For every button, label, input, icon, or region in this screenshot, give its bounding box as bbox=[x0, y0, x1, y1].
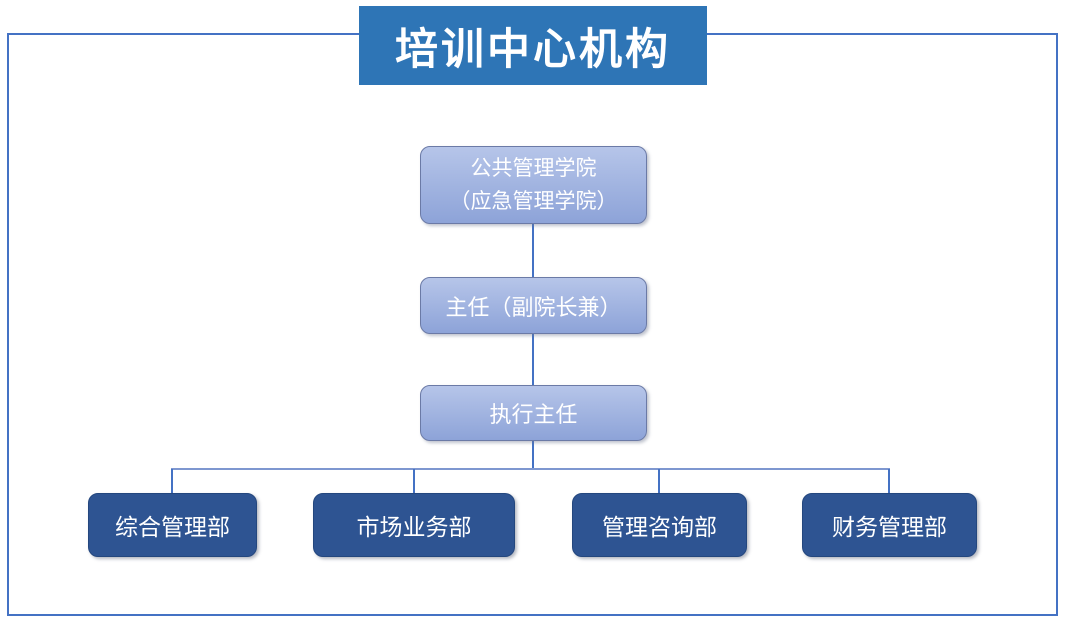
node-director: 主任（副院长兼） bbox=[420, 277, 647, 334]
connector-director-executive bbox=[532, 334, 534, 385]
dept-node-4-label: 财务管理部 bbox=[832, 515, 947, 540]
dept-node-2: 市场业务部 bbox=[313, 493, 515, 557]
node-executive-director: 执行主任 bbox=[420, 385, 647, 441]
connector-drop-dept-1 bbox=[171, 469, 173, 493]
connector-drop-dept-3 bbox=[658, 469, 660, 493]
connector-drop-dept-2 bbox=[413, 469, 415, 493]
dept-node-2-label: 市场业务部 bbox=[356, 515, 472, 540]
dept-node-1: 综合管理部 bbox=[88, 493, 257, 557]
dept-node-3-label: 管理咨询部 bbox=[602, 515, 717, 540]
connector-horizontal-bus bbox=[171, 468, 890, 470]
page-title: 培训中心机构 bbox=[395, 25, 671, 74]
dept-node-3: 管理咨询部 bbox=[572, 493, 747, 557]
node-college-line2: （应急管理学院） bbox=[449, 189, 618, 213]
dept-node-1-label: 综合管理部 bbox=[115, 515, 230, 540]
connector-college-director bbox=[532, 224, 534, 277]
node-college-line1: 公共管理学院 bbox=[470, 156, 597, 180]
dept-node-4: 财务管理部 bbox=[802, 493, 977, 557]
node-executive-director-label: 执行主任 bbox=[489, 402, 578, 427]
node-director-label: 主任（副院长兼） bbox=[445, 294, 622, 320]
connector-executive-departments bbox=[532, 441, 534, 469]
title-banner: 培训中心机构 bbox=[359, 6, 707, 85]
connector-drop-dept-4 bbox=[888, 469, 890, 493]
node-college: 公共管理学院 （应急管理学院） bbox=[420, 146, 647, 224]
